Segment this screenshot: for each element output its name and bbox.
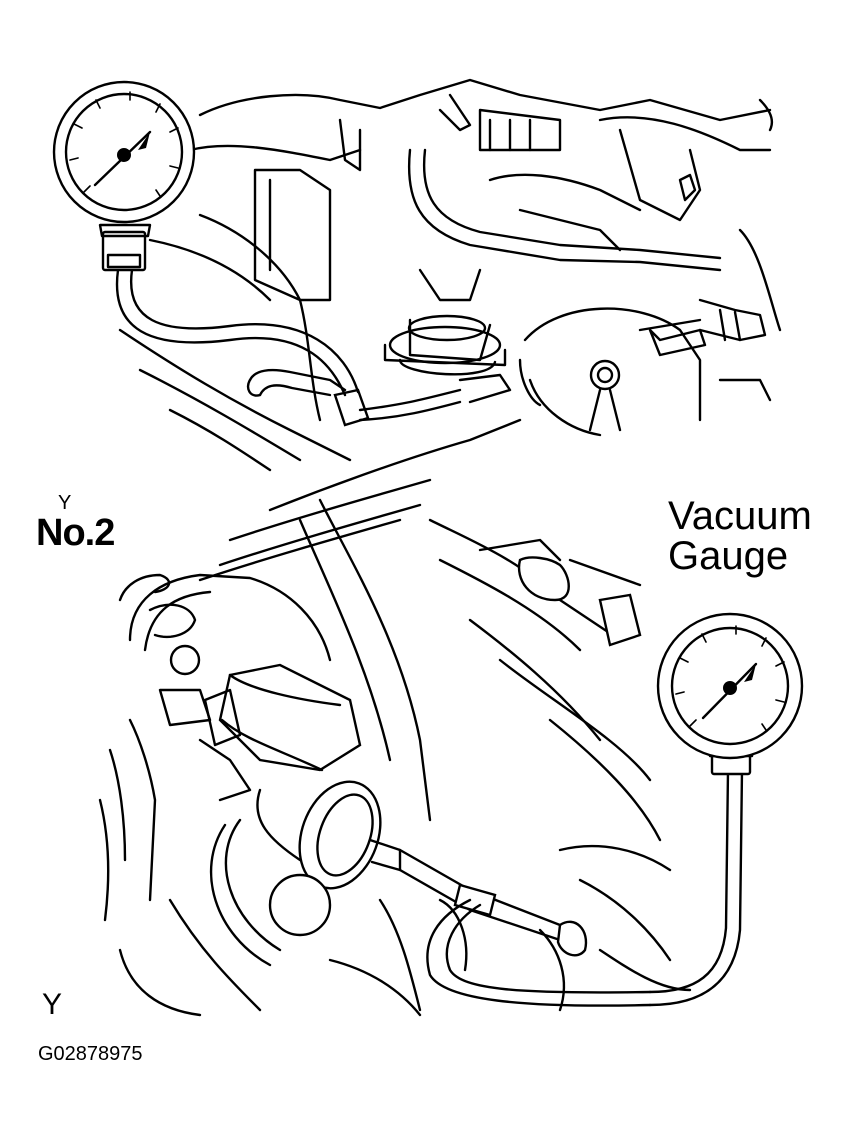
vacuum-label-line2: Gauge [668, 534, 789, 578]
vacuum-gauge-icon [52, 80, 360, 397]
no2-mark: Y [58, 492, 72, 514]
vacuum-label-line1: Vacuum [668, 494, 812, 538]
top-engine-outline [118, 78, 782, 472]
vacuum-gauge-label: Vacuum Gauge [668, 496, 812, 576]
no2-label: No.2 [36, 512, 115, 554]
vacuum-gauge-icon [656, 612, 804, 776]
figure-code: G02878975 [38, 1043, 143, 1065]
bottom-mark: Y [42, 988, 63, 1021]
bottom-engine-outline [98, 418, 744, 1017]
